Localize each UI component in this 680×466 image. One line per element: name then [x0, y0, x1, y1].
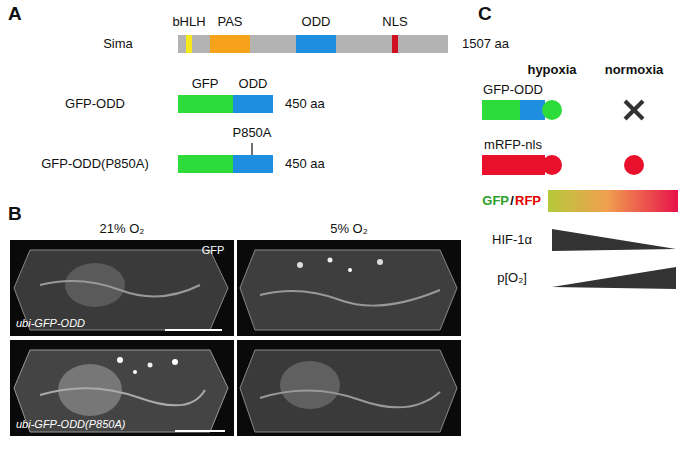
ratio-part: / [510, 194, 514, 208]
domain-name: PAS [217, 15, 242, 29]
genotype-label: ubi-GFP-ODD(P850A) [16, 418, 125, 430]
condition-header: normoxia [605, 63, 664, 77]
genotype-label: ubi-GFP-ODD [16, 317, 85, 329]
condition-header: hypoxia [527, 63, 576, 77]
decreasing-wedge [552, 229, 676, 251]
ratio-gradient [548, 190, 678, 212]
green-dot [542, 100, 562, 120]
micrograph [237, 340, 461, 436]
cross-mark [625, 101, 643, 119]
pas-domain [210, 35, 250, 53]
gfp-domain [178, 95, 233, 113]
gradient-label: HIF-1α [492, 233, 532, 247]
domain-name: bHLH [172, 15, 205, 29]
micrograph [10, 340, 234, 436]
odd-domain [233, 95, 273, 113]
length-label: 450 aa [285, 157, 325, 171]
gradient-label: p[O₂] [497, 271, 527, 285]
panel-letter: C [478, 4, 492, 25]
odd-domain [296, 35, 336, 53]
panel-letter: A [8, 4, 22, 25]
bhlh-domain [186, 35, 192, 53]
ratio-part: RFP [515, 194, 541, 208]
domain-name: ODD [239, 77, 268, 91]
length-label: 450 aa [285, 97, 325, 111]
construct-name: mRFP-nls [484, 138, 542, 152]
micrograph [10, 240, 234, 336]
micrograph [237, 240, 461, 336]
domain-name: NLS [382, 15, 407, 29]
channel-label: GFP [202, 244, 225, 256]
red-dot [542, 155, 562, 175]
odd-domain [233, 155, 273, 173]
construct-name: GFP-ODD [483, 83, 543, 97]
panel-letter: B [8, 204, 22, 225]
red-dot [624, 155, 644, 175]
condition-label: 21% O₂ [100, 222, 145, 236]
domain-name: ODD [302, 15, 331, 29]
length-label: 1507 aa [462, 37, 509, 51]
mutation-label: P850A [232, 126, 271, 140]
gfp-domain [178, 155, 233, 173]
condition-label: 5% O₂ [330, 222, 368, 236]
gfp-domain [482, 100, 520, 120]
domain-name: GFP [192, 77, 219, 91]
construct-name: Sima [103, 37, 133, 51]
mutation-tick [251, 143, 252, 155]
construct-name: GFP-ODD [65, 97, 125, 111]
protein-bar [178, 35, 448, 53]
increasing-wedge [552, 267, 676, 289]
construct-name: GFP-ODD(P850A) [41, 157, 149, 171]
nls-domain [392, 35, 398, 53]
mrfp-bar [482, 155, 545, 175]
odd-domain [520, 100, 545, 120]
ratio-part: GFP [482, 194, 509, 208]
